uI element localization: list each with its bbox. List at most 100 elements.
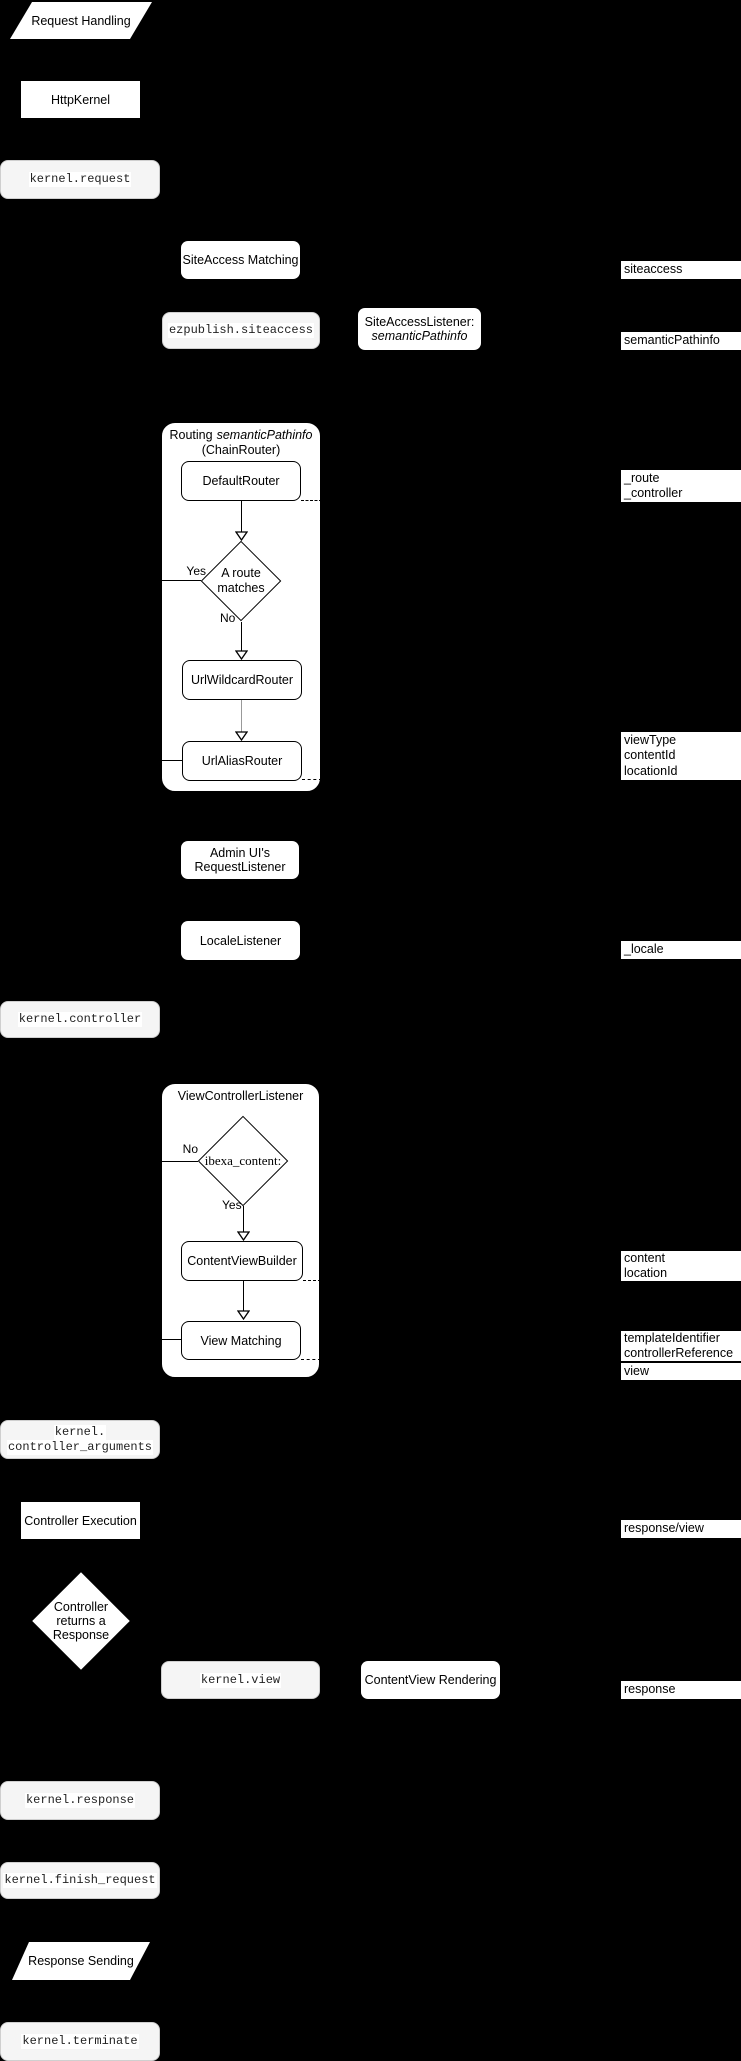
right-label-text: response/view [624,1521,704,1536]
dashed-connector [303,1280,321,1281]
routing-title-prefix: Routing [169,428,213,442]
kernel-finish-request-event: kernel.finish_request [0,1862,160,1899]
right-label-text: location [624,1266,668,1280]
ezpublish-siteaccess-event: ezpublish.siteaccess [162,312,320,349]
dashed-connector [301,1359,321,1360]
connector-line [241,622,242,651]
route-matches-line2: matches [217,581,265,595]
contentview-rendering-label: ContentView Rendering [364,1673,497,1687]
kernel-terminate-label: kernel.terminate [21,2034,139,2049]
vcl-title: ViewControllerListener [162,1089,319,1104]
no-branch-entry-line [162,1339,181,1340]
http-kernel-label: HttpKernel [50,92,111,107]
ibexa-content-text: ibexa_content: [204,1153,282,1168]
right-label-text: controllerReference [624,1346,734,1360]
siteaccess-listener-box: SiteAccessListener: semanticPathinfo [358,308,481,350]
dashed-connector [302,779,322,780]
right-label-text: semanticPathinfo [624,333,720,348]
vcl-title-label: ViewControllerListener [177,1089,304,1103]
url-alias-router-label: UrlAliasRouter [201,754,283,768]
response-sending-parallelogram: Response Sending [12,1942,150,1980]
start-request-handling: Request Handling [10,2,152,39]
yes-branch-line [162,580,201,581]
right-label-response-view: response/view [621,1520,741,1538]
down-arrowhead-icon [237,1310,250,1320]
kernel-response-label: kernel.response [24,1793,136,1808]
crr-line1: Controller [53,1599,109,1614]
kernel-controller-arguments-line1: kernel. [53,1424,107,1440]
right-label-text: content [624,1250,666,1265]
right-label-text: siteaccess [624,262,683,277]
controller-execution-box: Controller Execution [21,1502,140,1539]
routing-subtitle: (ChainRouter) [201,443,281,457]
kernel-terminate-event: kernel.terminate [0,2022,160,2061]
connector-line [241,700,242,732]
right-label-text: templateIdentifier [624,1330,720,1345]
siteaccess-listener-line1: SiteAccessListener: [364,315,475,329]
right-label-view: view [621,1363,741,1380]
kernel-controller-arguments-line2: controller_arguments [6,1439,154,1455]
kernel-request-label: kernel.request [28,172,132,187]
kernel-view-event: kernel.view [161,1661,320,1699]
view-matching-label: View Matching [200,1333,282,1348]
contentview-rendering-box: ContentView Rendering [361,1661,500,1699]
yes-label: Yes [186,564,206,578]
http-kernel-box: HttpKernel [21,81,140,118]
right-label-text: viewType [624,732,677,747]
connector-line [241,501,242,532]
yes-branch-entry-line [162,760,182,761]
view-controller-listener-container: ViewControllerListener ibexa_content: No… [161,1083,321,1378]
response-sending-label: Response Sending [28,1954,134,1968]
crr-line2: returns a [56,1613,106,1628]
controller-returns-response-diamond: Controller returns a Response [32,1571,130,1670]
right-label-response: response [621,1681,741,1699]
right-label-template-controller-ref: templateIdentifier controllerReference [621,1331,741,1361]
no-label: No [182,1142,198,1156]
down-arrowhead-icon [235,650,248,660]
yes-label: Yes [222,1198,242,1212]
siteaccess-listener-line2: semanticPathinfo [371,329,468,343]
right-label-content-location: content location [621,1251,741,1281]
view-matching-box: View Matching [181,1321,301,1360]
right-label-text: locationId [624,763,678,778]
right-label-view-type-content-location: viewType contentId locationId [621,732,741,780]
right-label-siteaccess: siteaccess [621,261,741,279]
admin-ui-line2: RequestListener [194,860,286,874]
content-view-builder-label: ContentViewBuilder [187,1254,297,1268]
right-label-text: _route [624,470,660,485]
ibexa-content-diamond: ibexa_content: [197,1115,289,1206]
route-matches-diamond: A route matches [200,540,282,622]
locale-listener-label: LocaleListener [199,933,282,948]
right-label-text: response [624,1682,676,1697]
kernel-view-label: kernel.view [199,1672,282,1688]
no-branch-line [162,1161,198,1162]
default-router-label: DefaultRouter [202,474,280,488]
down-arrowhead-icon [235,731,248,741]
dashed-connector [301,500,322,501]
siteaccess-matching-box: SiteAccess Matching [181,241,300,279]
right-label-semantic-pathinfo: semanticPathinfo [621,332,741,350]
kernel-controller-arguments-event: kernel. controller_arguments [0,1420,160,1459]
kernel-request-event: kernel.request [0,160,160,199]
admin-ui-request-listener-box: Admin UI's RequestListener [181,841,299,879]
kernel-controller-label: kernel.controller [17,1012,143,1027]
right-label-text: contentId [624,748,676,763]
start-label: Request Handling [31,13,131,28]
connector-line [243,1281,244,1311]
route-matches-label: A route matches [201,540,281,622]
routing-title-italic: semanticPathinfo [216,428,313,442]
right-label-locale: _locale [621,941,741,959]
ezpublish-siteaccess-label: ezpublish.siteaccess [167,323,315,338]
controller-returns-response-label: Controller returns a Response [32,1572,130,1669]
right-label-text: _locale [624,942,664,957]
connector-line [243,1206,244,1232]
kernel-finish-request-label: kernel.finish_request [3,1873,157,1888]
right-label-text: _controller [624,486,683,500]
crr-line3: Response [52,1627,110,1642]
content-view-builder-box: ContentViewBuilder [181,1241,303,1281]
kernel-controller-event: kernel.controller [0,1001,160,1038]
siteaccess-matching-label: SiteAccess Matching [182,253,299,267]
